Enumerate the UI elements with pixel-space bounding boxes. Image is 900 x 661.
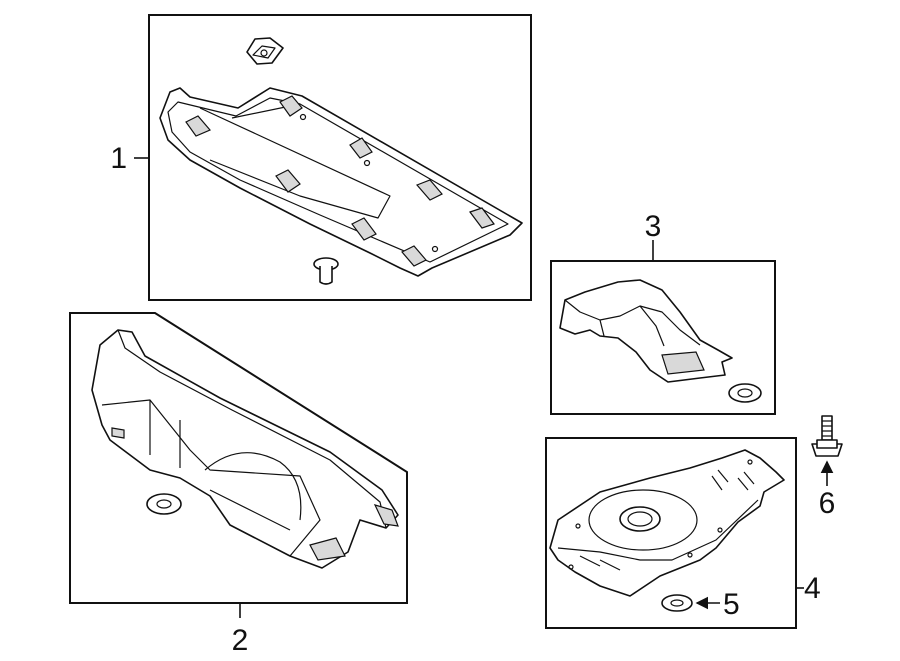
clip-nut-icon	[246, 37, 284, 65]
callout-3: 3	[645, 210, 662, 243]
heat-shield-icon	[559, 279, 733, 383]
part-2-frame	[69, 312, 408, 604]
callout-1: 1	[110, 142, 127, 175]
washer-icon	[728, 383, 762, 403]
part-3-frame	[550, 260, 776, 415]
part-group-4: 5 4	[545, 437, 821, 629]
bolt-icon	[811, 415, 843, 457]
lower-splash-shield-icon	[91, 329, 399, 569]
callout-5: 5	[723, 588, 740, 621]
part-group-1: 1	[110, 14, 532, 301]
upper-splash-shield-icon	[159, 87, 523, 277]
callout-6: 6	[819, 487, 836, 520]
callout-2: 2	[232, 624, 249, 657]
part-group-6: 6	[811, 415, 843, 520]
grommet-icon	[146, 493, 182, 515]
part-group-3: 3	[550, 210, 776, 415]
part-group-2: 2	[69, 312, 408, 657]
callout-4: 4	[804, 572, 821, 605]
underbody-shield-icon	[549, 449, 785, 597]
push-pin-icon	[313, 257, 339, 285]
part-4-frame	[545, 437, 797, 629]
washer-icon	[661, 594, 693, 612]
